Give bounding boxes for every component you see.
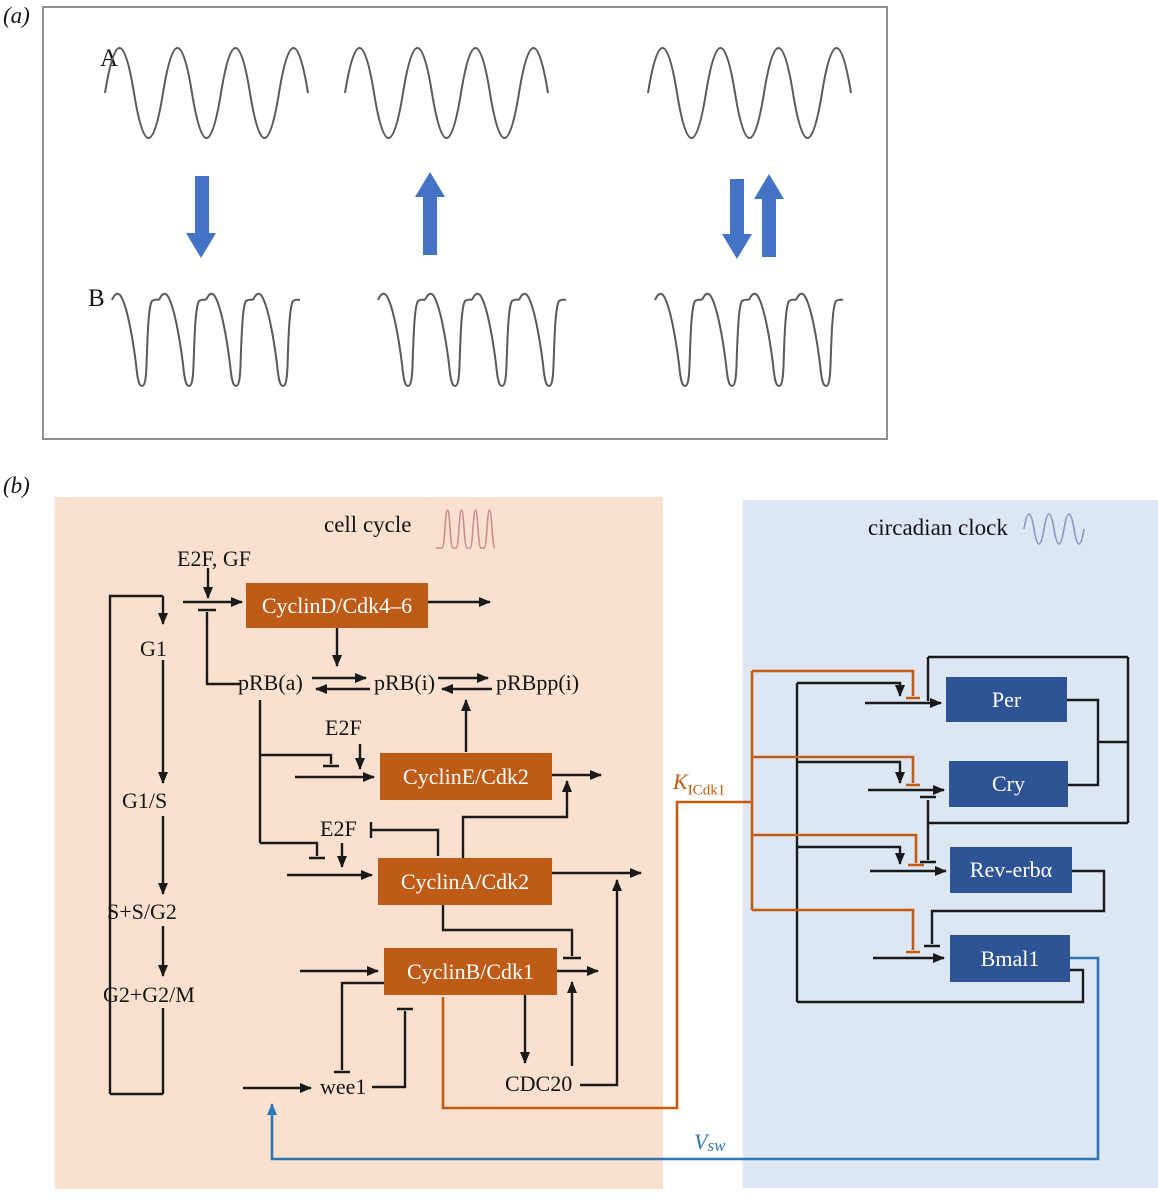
vsw-sub: sw xyxy=(707,1136,726,1155)
k-icdk1-label: KICdk1 xyxy=(673,770,725,799)
panel-b-label: (b) xyxy=(3,473,30,498)
series-a-label: A xyxy=(100,45,119,72)
g2-g2m-label: G2+G2/M xyxy=(103,982,195,1007)
series-b-label: B xyxy=(88,285,105,312)
prb-i-label: pRB(i) xyxy=(374,670,436,695)
e2f-upper-label: E2F xyxy=(325,715,362,740)
e2f-lower-label: E2F xyxy=(320,816,357,841)
e2f-gf-label: E2F, GF xyxy=(177,546,252,571)
cell-cycle-title: cell cycle xyxy=(324,512,412,537)
bmal1-box: Bmal1 xyxy=(950,935,1070,982)
g1-label: G1 xyxy=(140,636,167,661)
wee1-label: wee1 xyxy=(320,1074,367,1099)
k-icdk1-base: K xyxy=(673,769,688,794)
s-sg2-label: S+S/G2 xyxy=(107,899,177,924)
panel-a-label: (a) xyxy=(3,3,30,28)
cyclin-b-box: CyclinB/Cdk1 xyxy=(384,948,557,995)
cdc20-label: CDC20 xyxy=(505,1071,573,1096)
vsw-base: V xyxy=(694,1129,708,1154)
per-box: Per xyxy=(946,677,1067,722)
vsw-label: Vsw xyxy=(694,1130,725,1155)
g1-s-label: G1/S xyxy=(122,788,168,813)
cyclin-a-box: CyclinA/Cdk2 xyxy=(378,858,552,905)
rev-erb-box: Rev-erbα xyxy=(950,847,1072,893)
cyclin-e-box: CyclinE/Cdk2 xyxy=(380,753,552,800)
cyclin-d-box: CyclinD/Cdk4–6 xyxy=(246,583,428,628)
k-icdk1-sub: ICdk1 xyxy=(687,782,726,799)
circadian-panel xyxy=(743,500,1158,1188)
prbpp-i-label: pRBpp(i) xyxy=(496,670,580,695)
panel-a-box xyxy=(42,6,888,440)
cry-box: Cry xyxy=(949,761,1068,807)
prb-a-label: pRB(a) xyxy=(238,670,303,695)
circadian-title: circadian clock xyxy=(868,515,1008,540)
